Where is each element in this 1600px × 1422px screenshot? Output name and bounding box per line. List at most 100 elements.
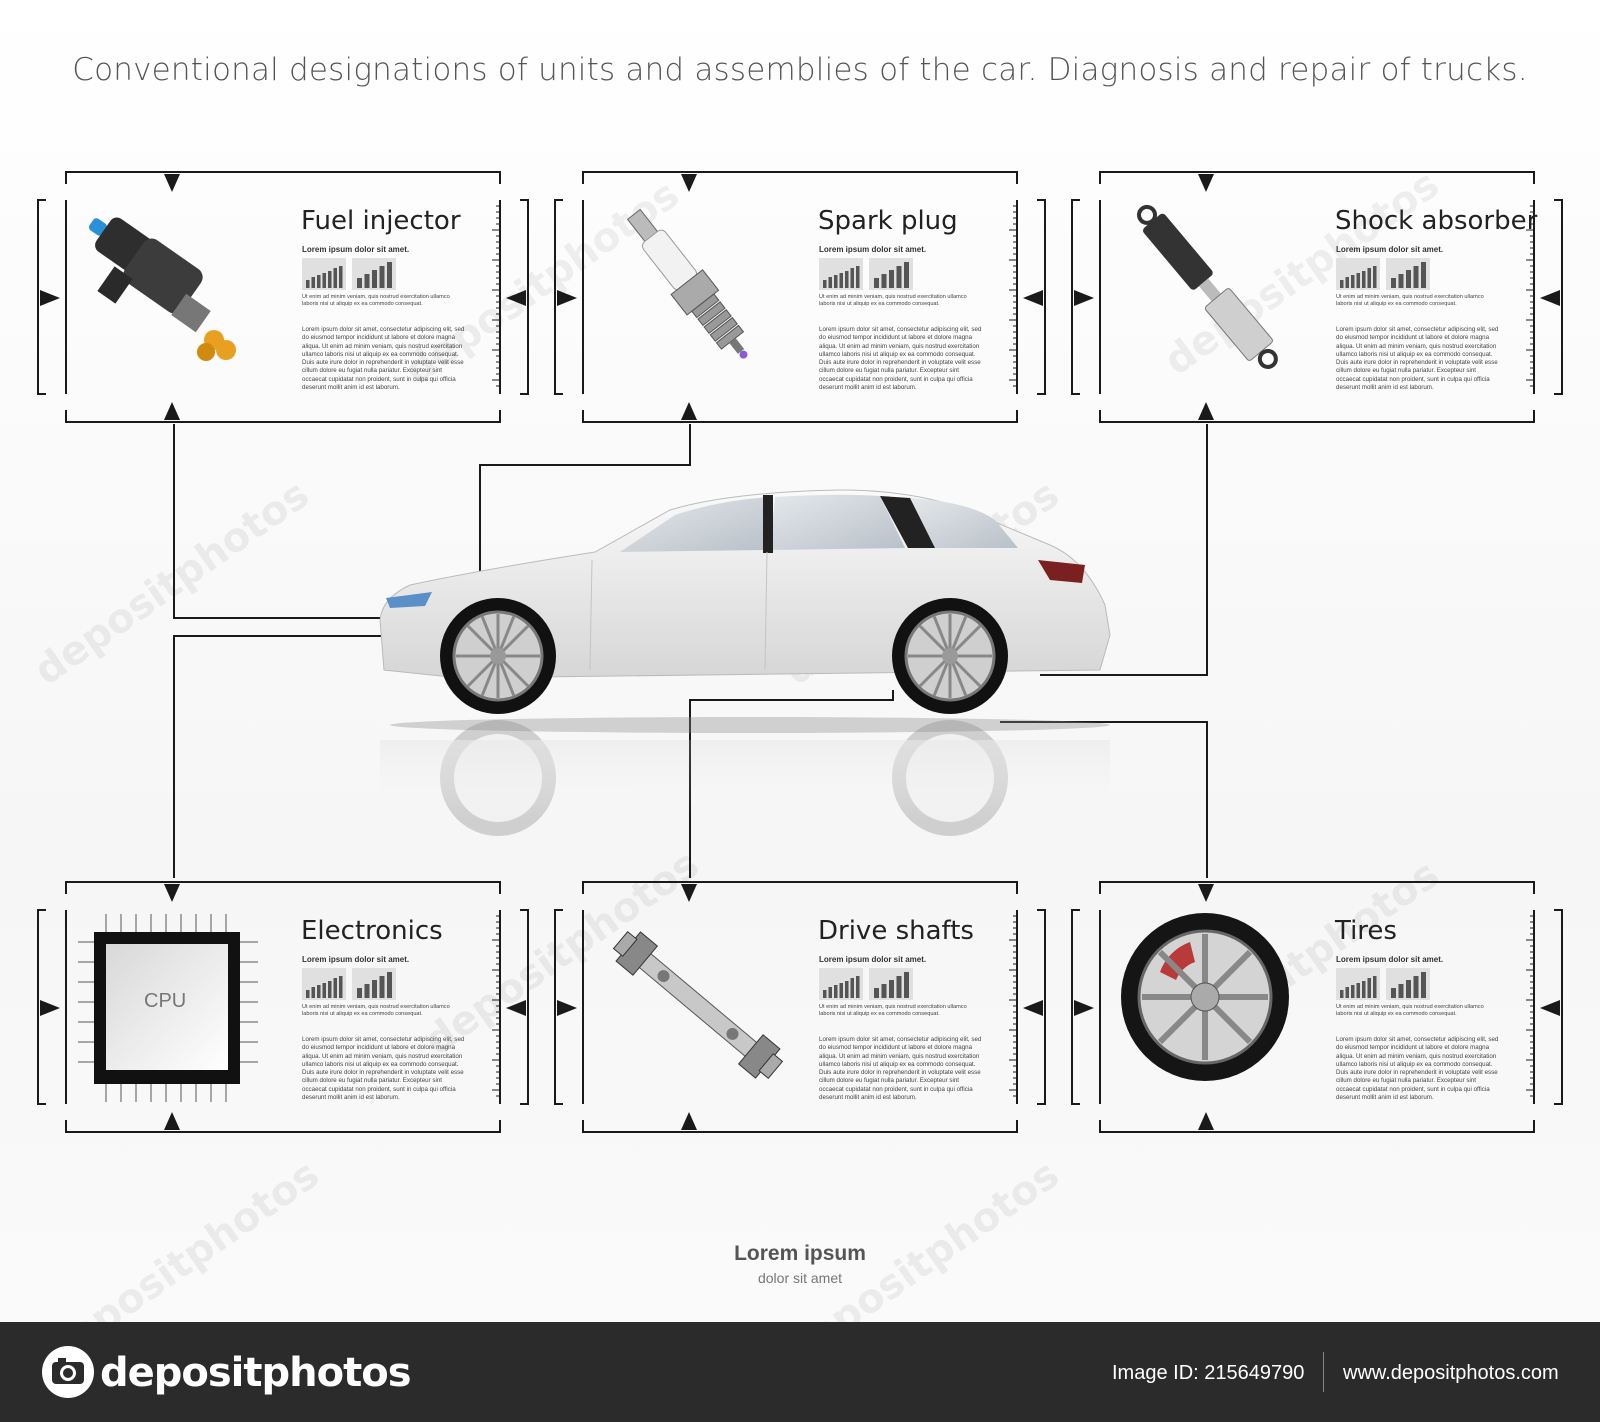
frame-left-bracket	[37, 909, 46, 1105]
car-back-window	[910, 498, 1018, 548]
panel-title: Shock absorber	[1335, 206, 1538, 236]
chart-bar	[372, 980, 377, 998]
panel-drive-shafts[interactable]: Drive shafts Lorem ipsum dolor sit amet.…	[553, 880, 1047, 1134]
panel-title: Fuel injector	[301, 206, 461, 236]
chart-bar	[1398, 984, 1404, 998]
page-title: Conventional designations of units and a…	[72, 52, 1528, 88]
panel-frame	[37, 171, 529, 423]
chart-bar	[379, 976, 385, 998]
panel-shock-absorber[interactable]: Shock absorber Lorem ipsum dolor sit ame…	[1070, 170, 1564, 424]
frame-right-bracket	[520, 199, 529, 395]
chart-bar	[904, 262, 909, 288]
chart-bar	[339, 976, 343, 998]
car-tail-light	[1038, 560, 1085, 583]
panel-subtitle: Lorem ipsum dolor sit amet.	[1336, 955, 1444, 964]
panel-note: Ut enim ad minim veniam, quis nostrud ex…	[302, 294, 450, 307]
chart-bar	[1373, 976, 1377, 998]
chart-bar	[896, 266, 902, 288]
connector-tires	[1000, 721, 1208, 878]
frame-right-bracket	[1037, 199, 1046, 395]
chart-bar	[1367, 978, 1371, 998]
panel-spark-plug[interactable]: Spark plug Lorem ipsum dolor sit amet. U…	[553, 170, 1047, 424]
chart-bar	[850, 268, 854, 288]
frame-right-bracket	[1554, 199, 1563, 395]
tire-icon	[1121, 913, 1289, 1081]
chart-bar	[311, 987, 315, 998]
panel-subtitle: Lorem ipsum dolor sit amet.	[302, 245, 410, 254]
fuel-injector-icon	[89, 217, 236, 361]
marker-top	[164, 174, 180, 192]
chart-bar	[357, 278, 362, 288]
chart-bar	[881, 274, 887, 288]
car-c-pillar	[880, 496, 935, 548]
connector-shock-absorber	[1040, 424, 1208, 676]
chart-bar	[1421, 972, 1426, 998]
brand-logo-text: depositphotos	[100, 1350, 412, 1396]
drive-shaft-icon	[612, 930, 784, 1080]
connector-spark-plug	[479, 424, 691, 575]
chart-bar	[874, 988, 879, 998]
marker-top	[1198, 174, 1214, 192]
car-front-window	[620, 497, 770, 552]
marker-right	[1540, 1000, 1560, 1016]
chart-bar	[306, 990, 310, 998]
panel-note: Ut enim ad minim veniam, quis nostrud ex…	[302, 1004, 450, 1017]
panel-title: Electronics	[301, 916, 443, 946]
chart-bar	[856, 976, 860, 998]
panel-body: Lorem ipsum dolor sit amet, consectetur …	[1336, 326, 1499, 392]
marker-right	[506, 290, 526, 306]
chart-bar	[1391, 278, 1396, 288]
site-url[interactable]: www.depositphotos.com	[1343, 1362, 1559, 1384]
shock-absorber-icon	[1137, 204, 1278, 369]
chart-bar	[1340, 280, 1344, 288]
chart-bar	[1406, 980, 1411, 998]
chart-bar	[1362, 271, 1366, 288]
car-b-pillar	[763, 495, 773, 553]
chart-bar	[306, 280, 310, 288]
panel-electronics[interactable]: CPU Electronics Lorem ipsum dolor sit am…	[36, 880, 530, 1134]
chart-bar	[839, 273, 843, 288]
chart-bar	[839, 983, 843, 998]
frame-top-edge	[582, 171, 1018, 184]
panel-title: Tires	[1335, 916, 1397, 946]
image-id: Image ID: 215649790	[1112, 1362, 1305, 1384]
chart-bar	[881, 984, 887, 998]
chart-bar	[311, 277, 315, 288]
marker-bottom	[164, 402, 180, 420]
chart-bar	[387, 972, 392, 998]
chart-bar	[328, 271, 332, 288]
frame-top-edge	[1099, 171, 1535, 184]
car-rear-window	[770, 494, 905, 550]
chart-bar	[1351, 275, 1355, 288]
panel-frame	[554, 171, 1046, 423]
panel-frame	[1071, 171, 1563, 423]
bar-chart-icon	[1336, 258, 1430, 290]
car-illustration	[379, 489, 1111, 836]
panel-fuel-injector[interactable]: Fuel injector Lorem ipsum dolor sit amet…	[36, 170, 530, 424]
marker-bottom	[681, 402, 697, 420]
marker-right	[1540, 290, 1560, 306]
panel-subtitle: Lorem ipsum dolor sit amet.	[819, 245, 927, 254]
chart-bar	[1413, 976, 1419, 998]
marker-top	[681, 884, 697, 902]
chart-bar	[1398, 274, 1404, 288]
marker-top	[1198, 884, 1214, 902]
panel-note: Ut enim ad minim veniam, quis nostrud ex…	[819, 294, 967, 307]
bar-chart-icon	[1336, 968, 1430, 1000]
marker-top	[681, 174, 697, 192]
chart-bar	[357, 988, 362, 998]
watermark-bar: depositphotos Image ID: 215649790 www.de…	[0, 1322, 1600, 1422]
chart-bar	[834, 275, 838, 288]
bar-chart-icon	[819, 258, 913, 290]
marker-top	[164, 884, 180, 902]
panel-tires[interactable]: Tires Lorem ipsum dolor sit amet. Ut eni…	[1070, 880, 1564, 1134]
chart-bar	[317, 275, 321, 288]
chart-bar	[372, 270, 377, 288]
chart-bar	[387, 262, 392, 288]
chart-bar	[845, 981, 849, 998]
panel-frame	[554, 881, 1046, 1133]
divider	[1323, 1352, 1324, 1392]
car-front-wheel	[440, 598, 556, 714]
chart-bar	[1373, 266, 1377, 288]
